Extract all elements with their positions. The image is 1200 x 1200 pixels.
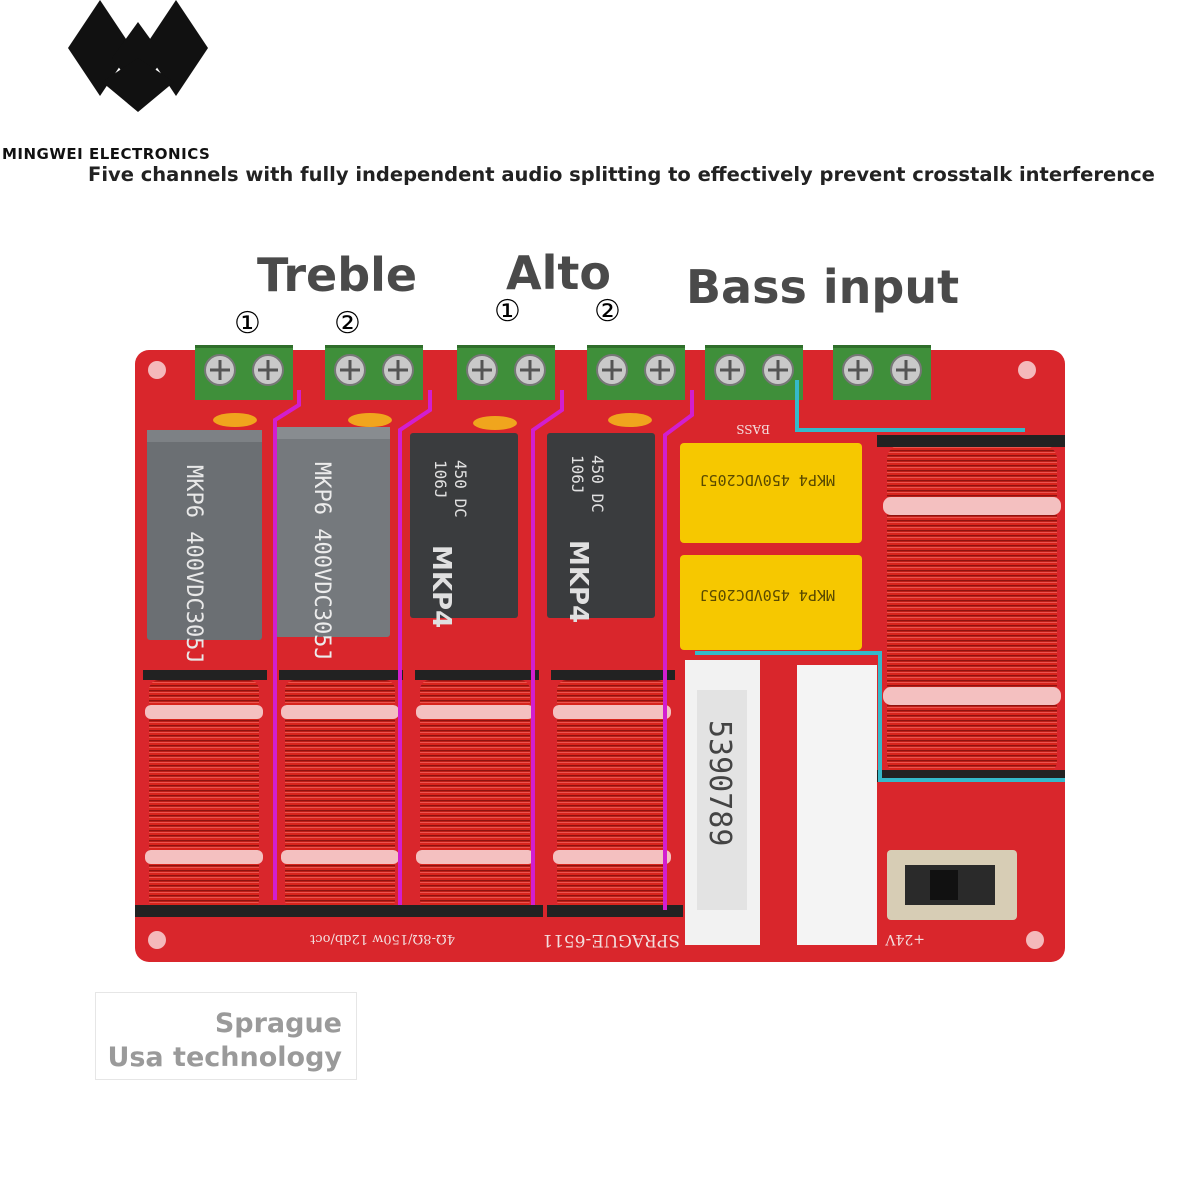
treble-label: Treble [257, 248, 418, 302]
power-switch [887, 850, 1017, 920]
crossover-board-photo: MKP6 400VDC305J MKP6 400VDC305J 106J 450… [135, 345, 1065, 962]
brand-name: MINGWEI ELECTRONICS [2, 145, 211, 163]
terminal-blocks [195, 345, 931, 400]
sprague-badge: Sprague Usa technology [95, 992, 357, 1080]
silk-spec: 4Ω-8Ω/150w 12db/oct [309, 931, 455, 946]
yellow-capacitor-2: MKP4 450VDC205J [680, 555, 862, 650]
svg-text:MKP4: MKP4 [563, 540, 593, 623]
bass-input-label: Bass input [686, 260, 960, 314]
cement-resistor: 5390789 [685, 660, 760, 945]
mkp6-capacitor-2-label: MKP6 400VDC305J [309, 462, 334, 661]
svg-text:MKP4 450VDC205J: MKP4 450VDC205J [700, 586, 835, 604]
yellow-capacitor-1: MKP4 450VDC205J [680, 443, 862, 543]
silk-model: SPRAGUE-6511 [542, 930, 680, 950]
sprague-title: Sprague [214, 1008, 342, 1039]
cyan-bass-lines [695, 380, 1065, 782]
mkp4-capacitor-1: 106J 450 DC MKP4 [410, 433, 518, 628]
resistor-code: 5390789 [702, 720, 737, 846]
svg-text:MKP4 450VDC205J: MKP4 450VDC205J [700, 471, 835, 489]
svg-text:106J: 106J [568, 455, 587, 494]
white-resistor-2 [797, 665, 877, 945]
mingwei-logo-icon [68, 0, 208, 112]
alto-label: Alto [506, 246, 611, 300]
svg-text:106J: 106J [431, 460, 450, 499]
silk-power: +24V [884, 931, 925, 947]
mkp4-capacitor-2: 106J 450 DC MKP4 [547, 433, 655, 623]
tagline: Five channels with fully independent aud… [88, 163, 1155, 186]
inductor-coils [135, 670, 683, 917]
mkp6-capacitor-1: MKP6 400VDC305J [147, 430, 262, 664]
sprague-subtitle: Usa technology [107, 1042, 342, 1073]
magenta-channel-lines [273, 390, 694, 910]
svg-text:MKP4: MKP4 [426, 545, 456, 628]
mkp6-capacitor-2: MKP6 400VDC305J [275, 427, 390, 661]
svg-text:450 DC: 450 DC [451, 460, 470, 518]
silk-bass: BASS [736, 422, 770, 436]
svg-text:450 DC: 450 DC [588, 455, 607, 513]
treble-channel-1-number: ① [234, 306, 261, 341]
treble-channel-2-number: ② [334, 306, 361, 341]
mkp6-capacitor-1-label: MKP6 400VDC305J [181, 465, 206, 664]
alto-channel-1-number: ① [494, 294, 521, 329]
alto-channel-2-number: ② [594, 294, 621, 329]
bass-inductor-coil [877, 435, 1065, 782]
